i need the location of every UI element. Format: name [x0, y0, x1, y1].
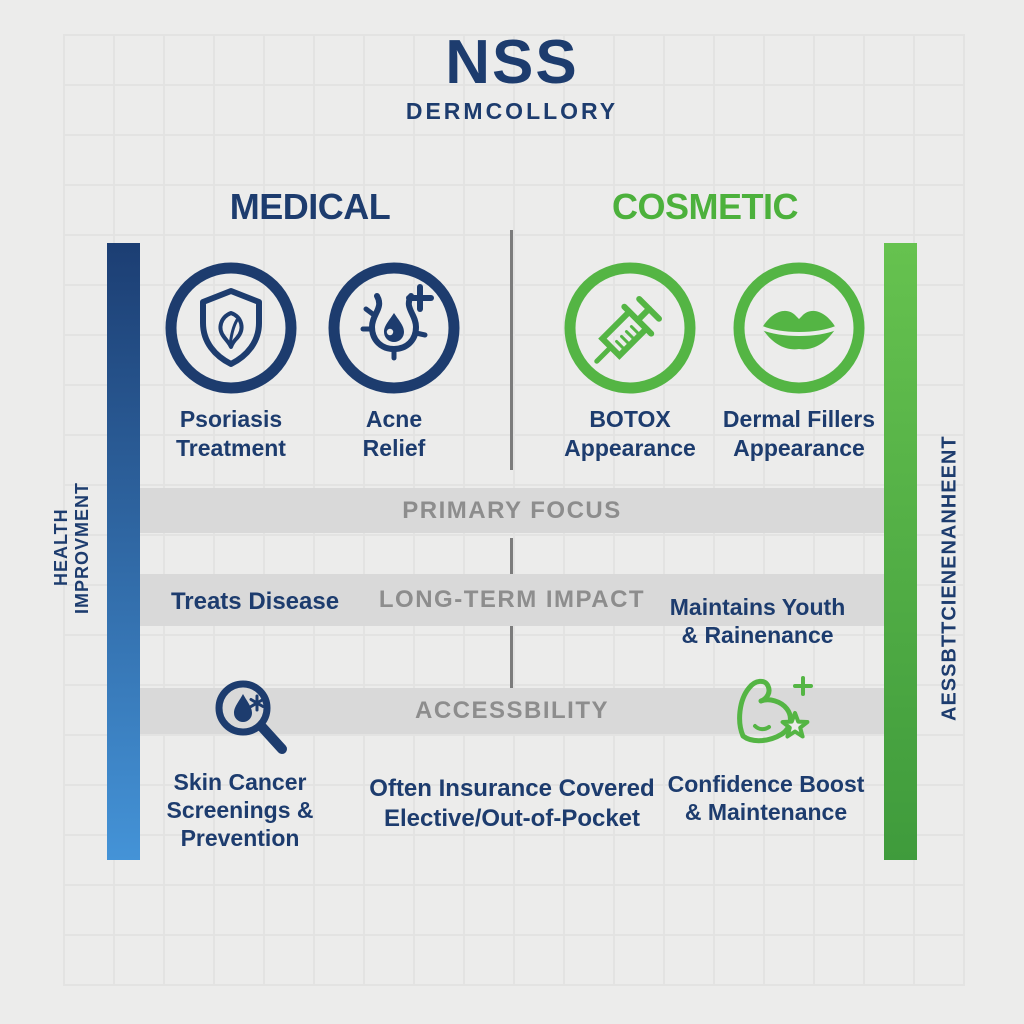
treatment-psoriasis: Psoriasis Treatment — [131, 261, 331, 463]
band-long-term-impact: LONG-TERM IMPACT — [140, 574, 884, 626]
band-label: LONG-TERM IMPACT — [378, 586, 646, 613]
center-divider — [510, 230, 513, 470]
treatment-label: BOTOX Appearance — [564, 406, 696, 461]
cosmetic-accessibility-text: Confidence Boost & Maintenance — [667, 771, 865, 825]
bicep-star-icon — [723, 664, 818, 764]
treatment-label: Psoriasis Treatment — [176, 406, 286, 461]
band-label: ACCESSBILITY — [414, 697, 609, 724]
cosmetic-column-header: COSMETIC — [611, 186, 799, 227]
cosmetic-side-bar — [884, 243, 917, 860]
brand-header: NSS DERMCOLLORY — [0, 32, 1024, 125]
medical-side-bar — [107, 243, 140, 860]
brand-name: NSS — [445, 28, 579, 97]
treatment-label: Acne Relief — [362, 406, 426, 461]
center-divider — [510, 538, 513, 574]
acne-icon — [294, 261, 494, 395]
treatment-label: Dermal Fillers Appearance — [722, 406, 876, 461]
band-primary-focus: PRIMARY FOCUS — [140, 488, 884, 533]
medical-long-term-text: Treats Disease — [170, 588, 340, 615]
brand-subtitle: DERMCOLLORY — [405, 98, 619, 124]
treatment-dermal-fillers: Dermal Fillers Appearance — [699, 261, 899, 463]
cosmetic-side-bar-label: AESSBTTCIENENANHEENT — [938, 435, 961, 721]
band-label: PRIMARY FOCUS — [402, 496, 622, 524]
medical-accessibility-text: Skin Cancer Screenings & Prevention — [166, 769, 314, 851]
lips-icon — [699, 261, 899, 395]
treatment-acne: Acne Relief — [294, 261, 494, 463]
syringe-icon — [530, 261, 730, 395]
medical-column-header: MEDICAL — [229, 186, 391, 227]
shield-leaf-icon — [131, 261, 331, 395]
medical-side-bar-label: HEALTH IMPROVMENT — [51, 481, 92, 614]
magnifier-drop-icon — [205, 672, 300, 772]
cosmetic-long-term-text: Maintains Youth & Rainenance — [669, 594, 846, 648]
center-accessibility-text: Often Insurance Covered Elective/Out-of-… — [369, 775, 655, 832]
center-divider — [510, 626, 513, 688]
treatment-botox: BOTOX Appearance — [530, 261, 730, 463]
